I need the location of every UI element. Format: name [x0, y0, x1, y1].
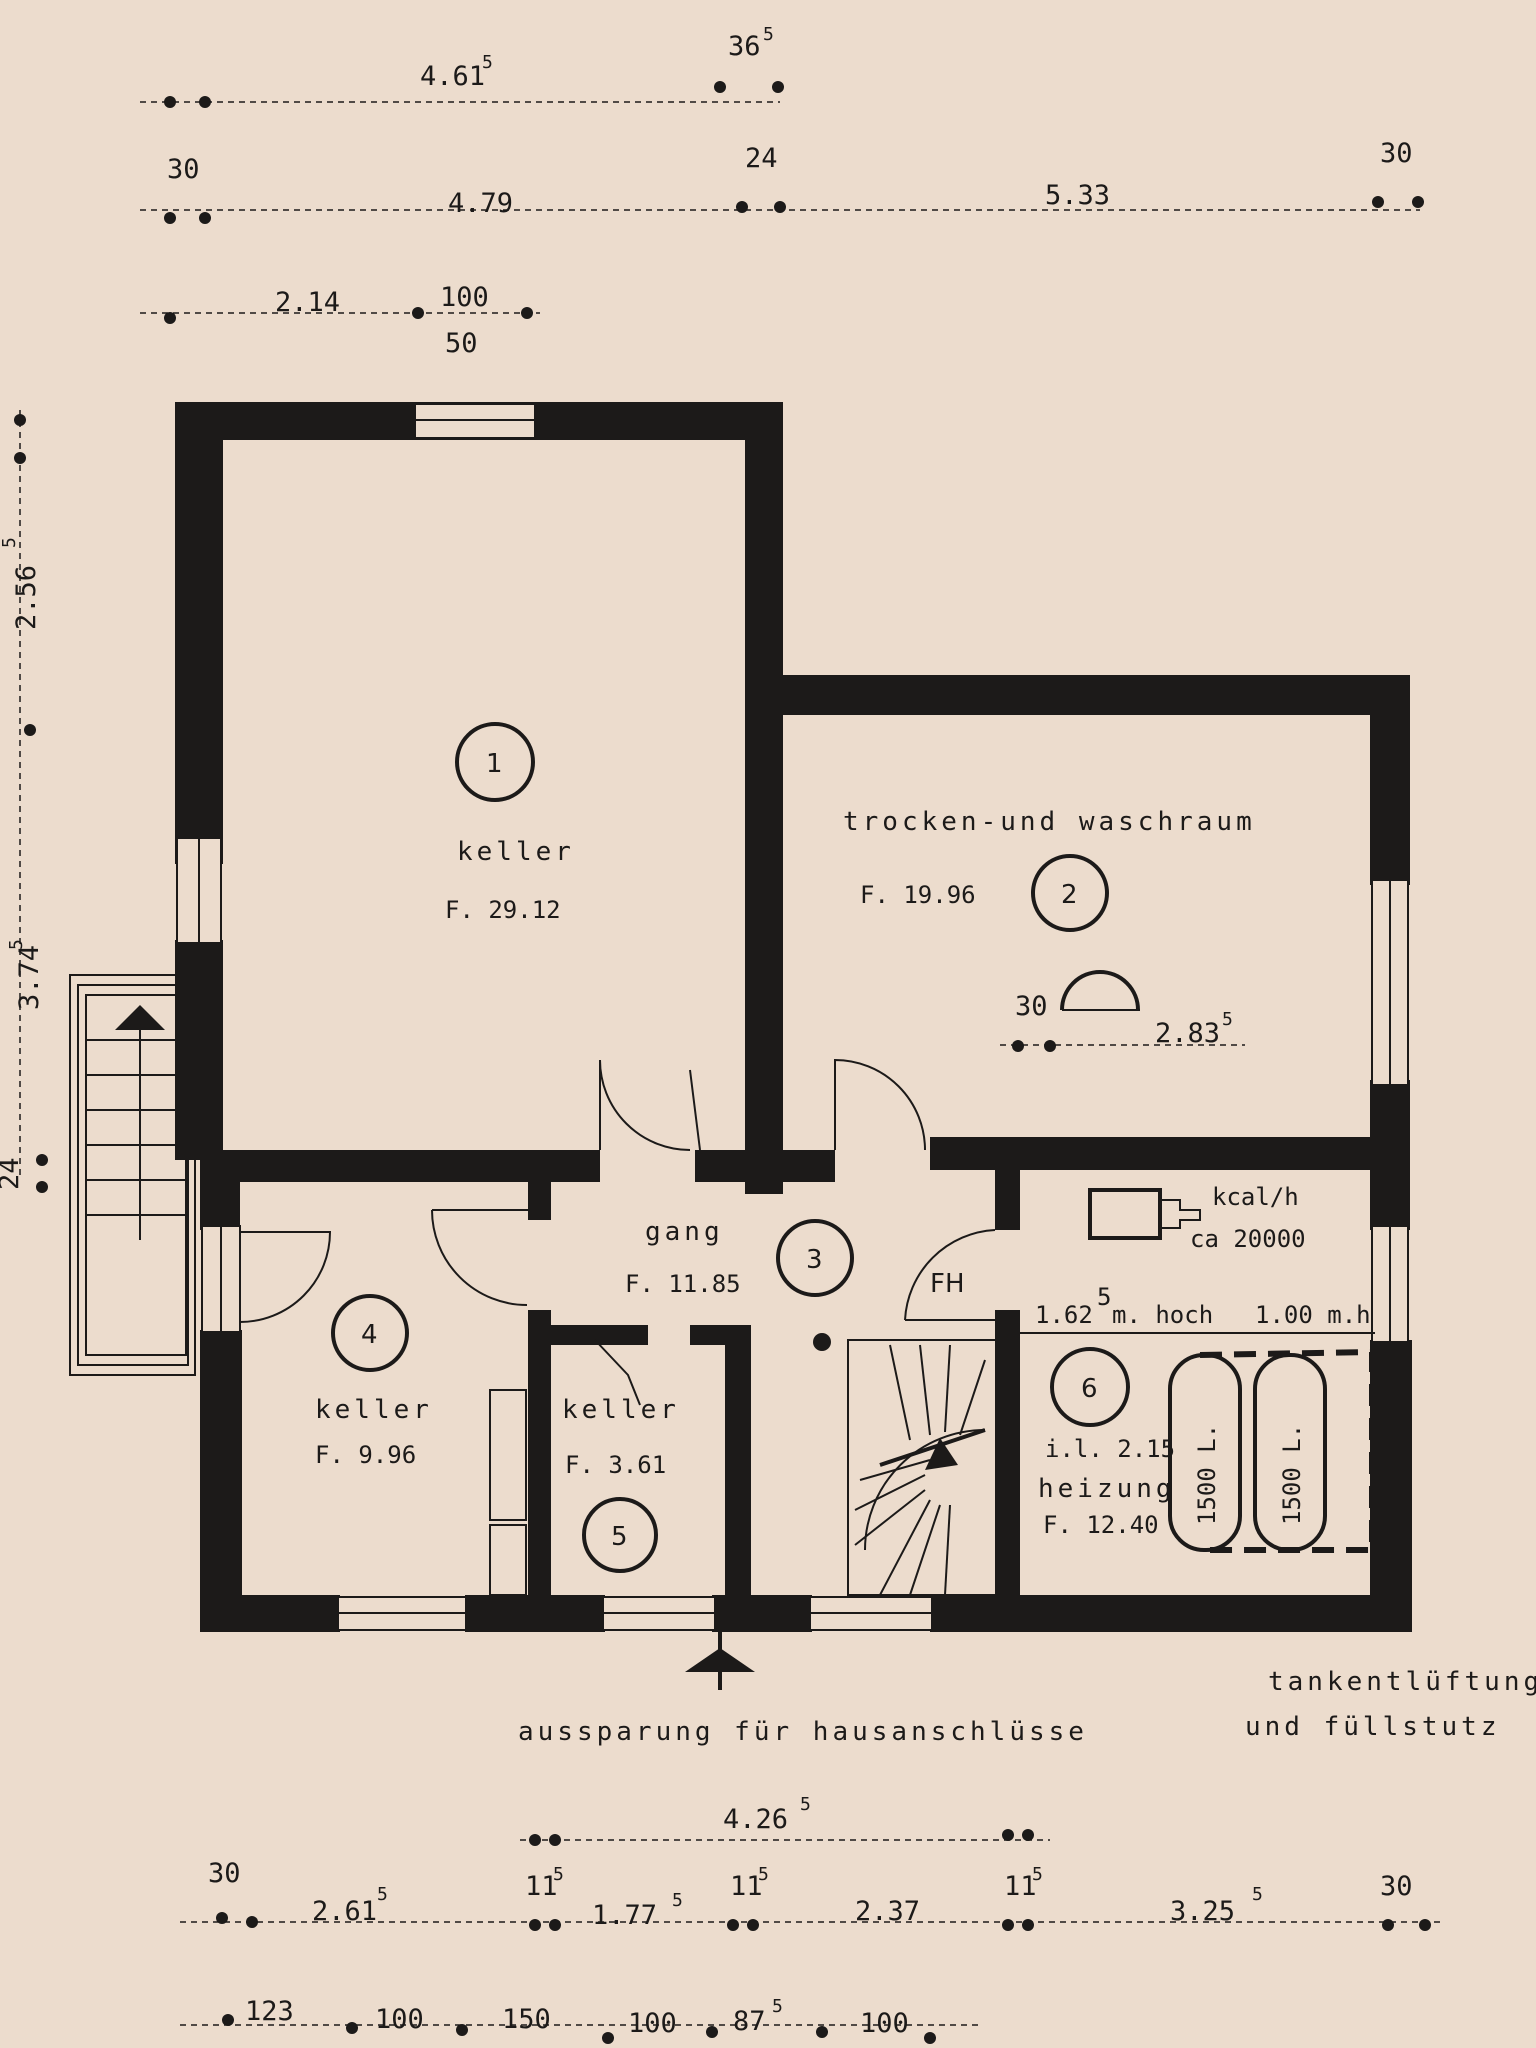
dim-bottom-4265-sup: 5	[800, 1794, 811, 1815]
dim-bottom-2615: 2.61	[312, 1896, 377, 1927]
dim-top-214: 2.14	[275, 287, 340, 318]
tank-note-line2: und füllstutz	[1245, 1712, 1501, 1742]
tank-note-line1: tankentlüftung	[1268, 1667, 1536, 1697]
dim-top-30-right: 30	[1380, 138, 1413, 169]
dim-bottom-100-b: 100	[628, 2008, 677, 2039]
dim-bottom-115-c-sup: 5	[1032, 1864, 1043, 1885]
dim-top-30-left: 30	[167, 154, 200, 185]
tank-1-label: 1500 L.	[1193, 1424, 1221, 1525]
dim-bottom-115-b: 11	[730, 1871, 763, 1902]
dim-bottom-4265: 4.26	[723, 1804, 788, 1835]
dim-bottom-115-a: 11	[525, 1871, 558, 1902]
heating-height-left: 1.62	[1035, 1301, 1093, 1329]
room-1-name: keller	[457, 837, 575, 867]
dim-bottom-150: 150	[502, 2004, 551, 2035]
bottom-note: aussparung für hausanschlüsse	[518, 1717, 1088, 1747]
dim-bottom-115-b-sup: 5	[758, 1864, 769, 1885]
dim-bottom-237: 2.37	[855, 1896, 920, 1927]
dim-bottom-2615-sup: 5	[377, 1884, 388, 1905]
room-5-name: keller	[562, 1395, 680, 1425]
dim-bottom-115-c: 11	[1004, 1871, 1037, 1902]
dim-left-24: 24	[0, 1157, 25, 1190]
notes: FH aussparung für hausanschlüsse tankent…	[518, 1269, 1536, 1747]
dim-left-374-sup: 5	[6, 939, 27, 950]
interior-stair	[847, 1339, 999, 1596]
heating-height-left-unit: m. hoch	[1112, 1301, 1213, 1329]
room-5-number: 5	[611, 1522, 628, 1552]
heating-capacity: ca 20000	[1190, 1225, 1306, 1253]
heating-texts: kcal/h ca 20000 1.62 5 m. hoch 1.00 m.h …	[1035, 1183, 1371, 1525]
dim-bottom-875-sup: 5	[772, 1996, 783, 2017]
door-swings	[239, 1058, 996, 1406]
room-4-area: F. 9.96	[315, 1441, 416, 1469]
fh-label: FH	[930, 1269, 965, 1299]
dim-top-461: 4.61	[420, 61, 485, 92]
room-5-area: F. 3.61	[565, 1451, 666, 1479]
dim-left-374: 3.74	[14, 945, 45, 1010]
dim-bottom-123: 123	[245, 1996, 294, 2027]
dimension-lines	[19, 101, 1440, 2026]
room-6-clear-height: i.l. 2.15	[1045, 1435, 1175, 1463]
dim-bottom-100-c: 100	[860, 2008, 909, 2039]
room-1-area: F. 29.12	[445, 896, 561, 924]
room-4-number: 4	[361, 1320, 378, 1350]
room-2-number: 2	[1061, 880, 1078, 910]
windows	[176, 403, 1409, 1631]
dim-bottom-1775-sup: 5	[672, 1890, 683, 1911]
room-3-area: F. 11.85	[625, 1270, 741, 1298]
dim-bottom-30-left: 30	[208, 1858, 241, 1889]
dim-room2-283-sup: 5	[1222, 1009, 1233, 1030]
dim-top-50: 50	[445, 328, 478, 359]
room-6-name: heizung	[1038, 1474, 1176, 1504]
room-texts: 1 keller F. 29.12 2 trocken-und waschrau…	[315, 749, 1256, 1552]
dim-bottom-115-a-sup: 5	[553, 1864, 564, 1885]
dimension-texts: 4.61 5 36 5 30 4.79 24 5.33 30 2.14 100 …	[0, 24, 1413, 2039]
dim-bottom-3255: 3.25	[1170, 1896, 1235, 1927]
dim-top-365: 36	[728, 31, 761, 62]
dim-bottom-30-right: 30	[1380, 1871, 1413, 1902]
heating-height-right: 1.00 m.h	[1255, 1301, 1371, 1329]
room-6-number: 6	[1081, 1374, 1098, 1404]
heating-unit: kcal/h	[1212, 1183, 1299, 1211]
heating-equipment	[489, 1188, 1375, 1596]
room-3-name: gang	[645, 1217, 724, 1247]
heating-height-left-sup: 5	[1097, 1283, 1111, 1311]
exterior-stair	[69, 974, 196, 1376]
dim-top-533: 5.33	[1045, 180, 1110, 211]
room-4-name: keller	[315, 1395, 433, 1425]
dim-top-365-sup: 5	[763, 24, 774, 45]
room-6-area: F. 12.40	[1043, 1511, 1159, 1539]
tank-2-label: 1500 L.	[1278, 1424, 1306, 1525]
room-1-number: 1	[486, 749, 503, 779]
dim-top-461-sup: 5	[482, 52, 493, 73]
dim-top-24: 24	[745, 143, 778, 174]
room-3-number: 3	[806, 1245, 823, 1275]
dim-room2-283: 2.83	[1155, 1018, 1220, 1049]
dim-room2-30: 30	[1015, 991, 1048, 1022]
dim-left-256-sup: 5	[0, 537, 20, 548]
dim-bottom-875: 87	[733, 2006, 766, 2037]
dim-bottom-1775: 1.77	[592, 1900, 657, 1931]
room-2-area: F. 19.96	[860, 881, 976, 909]
dim-top-479: 4.79	[448, 188, 513, 219]
dim-left-256: 2.56	[11, 565, 42, 630]
walls	[175, 402, 1412, 1632]
room-2-name: trocken-und waschraum	[843, 807, 1256, 837]
room-markers	[331, 722, 1140, 1573]
dim-bottom-3255-sup: 5	[1252, 1884, 1263, 1905]
dimension-ticks	[14, 81, 1431, 2044]
dim-bottom-100-a: 100	[375, 2004, 424, 2035]
dim-top-100: 100	[440, 282, 489, 313]
